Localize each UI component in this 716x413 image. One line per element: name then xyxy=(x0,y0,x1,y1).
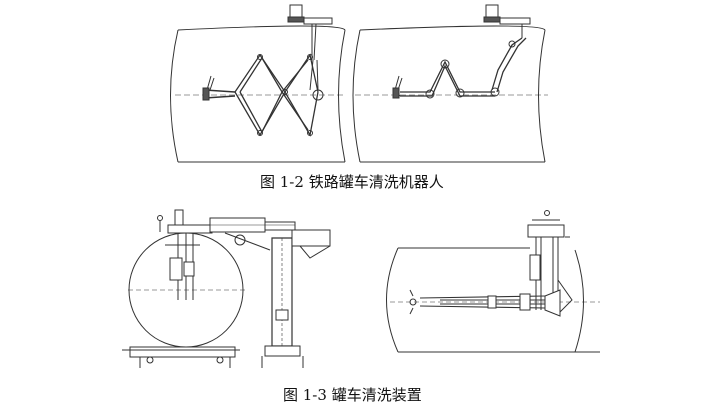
fig-1-2-left-panel xyxy=(171,5,346,162)
tank-shell-1-3 xyxy=(387,248,399,352)
fig-1-3-left-panel xyxy=(122,210,330,368)
fig-1-3-right-panel xyxy=(387,211,601,353)
rail-base xyxy=(130,347,235,357)
tank-shell-left xyxy=(178,26,345,30)
joint-wheel xyxy=(313,90,323,100)
tank-shell-right xyxy=(360,26,545,30)
figure-1-2-caption: 图 1-2 铁路罐车清洗机器人 xyxy=(260,173,444,191)
scissor-linkage xyxy=(235,55,318,135)
figure-1-3-caption: 图 1-3 罐车清洗装置 xyxy=(283,386,422,404)
folding-arm xyxy=(400,38,526,96)
fig-1-2-right-panel xyxy=(353,5,548,162)
